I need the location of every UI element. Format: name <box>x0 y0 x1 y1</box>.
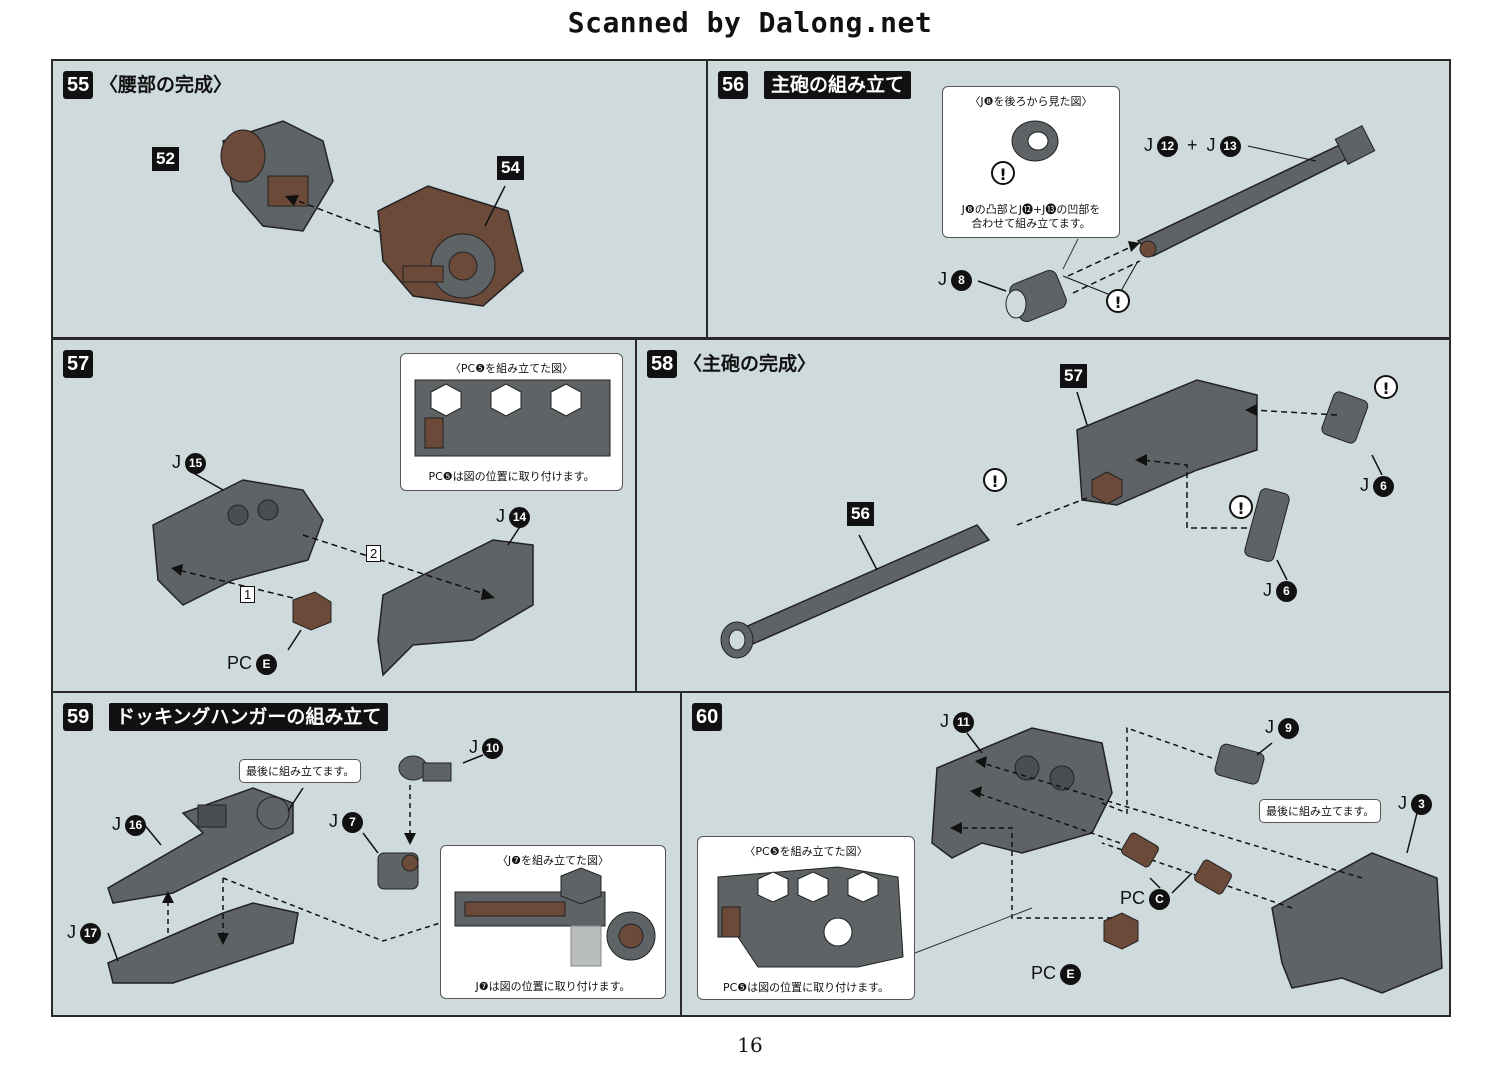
callout-bubble: 最後に組み立てます。 <box>239 759 362 783</box>
part-illustration <box>914 726 1443 994</box>
note-text-line-2: 合わせて組み立てます。 <box>971 217 1091 230</box>
part-label-54: 54 <box>497 156 524 180</box>
assembled-view-illustration <box>717 866 904 968</box>
part-label-56: 56 <box>847 502 874 526</box>
note-caption: PC❺は図の位置に取り付けます。 <box>722 981 890 994</box>
step-number: 55 <box>63 71 94 99</box>
exclamation-icon: ! <box>1229 495 1253 519</box>
step-title: 〈主砲の完成〉 <box>683 353 817 375</box>
detail-note: 〈J❼を組み立てた図〉 J❼は図の位置に取り付けます。 <box>440 845 666 999</box>
note-title: 〈J❼を組み立てた図〉 <box>496 854 610 867</box>
part-illustration <box>977 125 1376 322</box>
assembled-view-illustration <box>454 867 656 967</box>
note-title: 〈PC❺を組み立てた図〉 <box>449 362 574 375</box>
step-title: 〈腰部の完成〉 <box>99 74 233 96</box>
step-number: 56 <box>718 71 749 99</box>
part-illustration <box>720 379 1383 659</box>
exclamation-icon: ! <box>991 161 1015 185</box>
scan-header: Scanned by Dalong.net <box>567 6 933 39</box>
part-label-57: 57 <box>1060 364 1087 388</box>
part-illustration <box>152 469 534 677</box>
part-illustration <box>107 754 484 984</box>
part-label-52: 52 <box>152 147 179 171</box>
step-number: 59 <box>63 703 94 731</box>
detail-note: 〈PC❺を組み立てた図〉 PC❺は図の位置に取り付けます。 <box>400 353 623 491</box>
note-caption: J❼は図の位置に取り付けます。 <box>475 980 631 993</box>
exclamation-icon: ! <box>983 468 1007 492</box>
step-55-panel: 55 〈腰部の完成〉 52 54 <box>51 59 708 339</box>
detail-note: 〈J❽を後ろから見た図〉 ! J❽の凸部とJ⓬+J⓭の凹部を 合わせて組み立てま… <box>942 86 1120 238</box>
ring-detail-illustration <box>1011 120 1059 162</box>
step-number: 57 <box>63 350 94 378</box>
step-number: 60 <box>692 703 723 731</box>
page-number: 16 <box>737 1033 763 1057</box>
note-caption: PC❺は図の位置に取り付けます。 <box>428 470 595 483</box>
seq-label-1: 1 <box>240 586 256 603</box>
step-number: 58 <box>647 350 678 378</box>
seq-label-2: 2 <box>366 545 382 562</box>
step-title: ドッキングハンガーの組み立て <box>109 703 389 731</box>
step-60-panel: 60 最後に組み立てます。 〈PC❺を組み立てた図〉 PC❺は図の位置に取り付け… <box>680 691 1451 1017</box>
step-title: 主砲の組み立て <box>764 71 912 99</box>
exclamation-icon: ! <box>1106 289 1130 313</box>
note-title: 〈J❽を後ろから見た図〉 <box>969 95 1093 108</box>
note-text-line-1: J❽の凸部とJ⓬+J⓭の凹部を <box>961 203 1101 216</box>
note-title: 〈PC❺を組み立てた図〉 <box>744 845 868 858</box>
detail-note: 〈PC❺を組み立てた図〉 PC❺は図の位置に取り付けます。 <box>697 836 915 1000</box>
step-59-panel: 59 ドッキングハンガーの組み立て 最後に組み立てます。 〈J❼を組み立てた図〉… <box>51 691 682 1017</box>
exclamation-icon: ! <box>1374 375 1398 399</box>
assembled-view-illustration <box>414 379 611 457</box>
step-56-panel: 56 主砲の組み立て 〈J❽を後ろから見た図〉 ! J❽の凸部とJ⓬+J⓭の凹部… <box>706 59 1451 339</box>
part-illustration <box>220 120 524 307</box>
callout-bubble: 最後に組み立てます。 <box>1259 799 1382 823</box>
